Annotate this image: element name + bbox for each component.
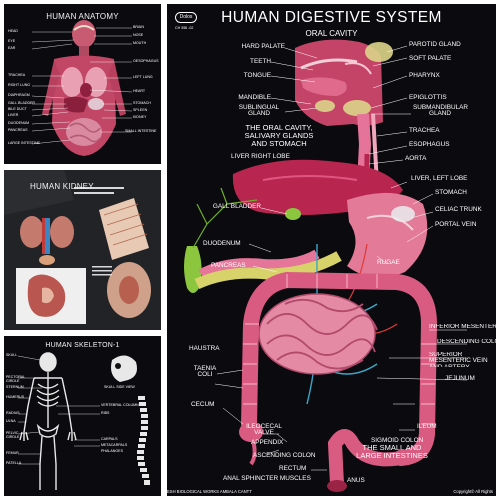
anatomy-title: HUMAN ANATOMY <box>46 12 119 21</box>
caption-intestines: THE SMALL AND LARGE INTESTINES <box>356 443 428 460</box>
copyright-footer: Copyright© All Rights <box>453 489 493 494</box>
skeleton-label-skull: SKULL <box>6 353 18 357</box>
anatomy-label-duodenum: DUODENUM <box>8 121 30 125</box>
skeleton-label-radius: RADIUS <box>6 411 20 415</box>
label-hard-palate: HARD PALATE <box>241 43 285 50</box>
anatomy-label-gall-bladder: GALL BLADDER <box>8 101 36 105</box>
anatomy-label-oesophagus: OESOPHAGUS <box>133 59 159 63</box>
label-pharynx: PHARYNX <box>409 72 440 79</box>
oral-cavity-heading: ORAL CAVITY <box>305 29 358 38</box>
label-appendix: APPENDIX <box>251 439 284 446</box>
anatomy-label-small-intestine: SMALL INTESTINE <box>125 129 157 133</box>
skeleton-label-phalanges: PHALANGES <box>101 449 123 453</box>
skeleton-label-carpals: CARPALS <box>101 437 118 441</box>
skeleton-label-patella: PATELLA <box>6 461 22 465</box>
label-cecum: CECUM <box>191 401 215 408</box>
label-epiglottis: EPIGLOTTIS <box>409 94 447 101</box>
label-soft-palate: SOFT PALATE <box>409 55 452 62</box>
label-duodenum: DUODENUM <box>203 240 241 247</box>
skeleton-label-metacarpals: METACARPALS <box>101 443 128 447</box>
label-ascending-colon: ASCENDING COLON <box>253 452 316 459</box>
caption-oral-cavity: THE ORAL CAVITY, SALIVARY GLANDS AND STO… <box>244 123 314 148</box>
label-stomach: STOMACH <box>435 189 467 196</box>
label-tongue: TONGUE <box>243 72 271 79</box>
anatomy-label-spleen: SPLEEN <box>133 108 148 112</box>
anatomy-illustration <box>31 20 133 156</box>
anatomy-label-stomach: STOMACH <box>133 101 151 105</box>
label-mandible: MANDIBLE <box>238 94 271 101</box>
anatomy-panel: HUMAN ANATOMY <box>4 4 161 164</box>
label-portal-vein: PORTAL VEIN <box>435 221 477 228</box>
digestive-title: HUMAN DIGESTIVE SYSTEM <box>221 9 442 26</box>
skeleton-label-pelvic-girdle: PELVIC GIRDLE <box>6 431 20 439</box>
digestive-illustration <box>184 39 468 492</box>
label-jejunum: JEJUNUM <box>445 375 475 382</box>
anatomy-label-heart: HEART <box>133 89 146 93</box>
publisher-logo: Dolos <box>175 12 197 23</box>
label-parotid-gland: PAROTID GLAND <box>409 41 461 48</box>
kidney-illustration <box>4 170 161 330</box>
skeleton-illustration <box>17 352 150 490</box>
anatomy-label-liver: LIVER <box>8 113 19 117</box>
anatomy-label-diaphragm: DIAPHRAGM <box>8 93 30 97</box>
label-submandibular-gland: SUBMANDIBULAR GLAND <box>413 104 469 118</box>
kidney-title: HUMAN KIDNEY <box>30 182 94 191</box>
label-ileum: ILEUM <box>417 423 437 430</box>
label-liver-left-lobe: LIVER, LEFT LOBE <box>411 175 468 182</box>
chart-number: CH 558 -02 <box>175 26 194 30</box>
anatomy-label-left-lung: LEFT LUNG <box>133 75 153 79</box>
label-taenia-coli: TAENIA COLI <box>193 365 217 379</box>
anatomy-label-pancreas: PANCREAS <box>8 128 28 132</box>
label-haustra: HAUSTRA <box>189 345 220 352</box>
skeleton-label-ribs: RIBS <box>101 411 110 415</box>
label-liver-right-lobe: LIVER RIGHT LOBE <box>231 153 290 160</box>
label-anal-sphincter-muscles: ANAL SPHINCTER MUSCLES <box>223 475 311 482</box>
skeleton-label-skull-side-view: SKULL SIDE VIEW <box>104 385 135 389</box>
anatomy-label-right-lung: RIGHT LUNG <box>8 83 31 87</box>
label-celiac-trunk: CELIAC TRUNK <box>435 206 482 213</box>
anatomy-label-brain: BRAIN <box>133 25 144 29</box>
skeleton-label-pectoral-girdle: PECTORAL GIRDLE <box>6 375 26 383</box>
label-descending-colon: DESCENDING COLON <box>437 339 496 345</box>
anatomy-label-large-intestine: LARGE INTESTINE <box>8 141 40 145</box>
skeleton-title: HUMAN SKELETON-1 <box>45 342 120 349</box>
anatomy-label-nose: NOSE <box>133 33 144 37</box>
anatomy-label-head: HEAD <box>8 29 18 33</box>
skeleton-label-humerus: HUMERUS <box>6 395 25 399</box>
label-teeth: TEETH <box>250 58 271 65</box>
label-anus: ANUS <box>347 477 365 484</box>
label-sublingual-gland: SUBLINGUAL GLAND <box>238 104 280 118</box>
anatomy-label-trachea: TRACHEA <box>8 73 26 77</box>
kidney-panel: HUMAN KIDNEY <box>4 170 161 330</box>
anatomy-label-kidney: KIDNEY <box>133 115 147 119</box>
label-inferior-mesenteric: INFERIOR MESENTERIC <box>429 324 496 330</box>
label-sigmoid-colon: SIGMOID COLON <box>371 437 424 444</box>
anatomy-label-eye: EYE <box>8 39 16 43</box>
label-rectum: RECTUM <box>279 465 307 472</box>
label-rugae: RUGAE <box>377 259 400 266</box>
label-pancreas: PANCREAS <box>211 262 246 269</box>
label-aorta: AORTA <box>405 155 427 162</box>
publisher-footer: ESH BIOLOGICAL WORKS AMBALA CANTT <box>167 489 252 494</box>
skeleton-panel: HUMAN SKELETON-1 <box>4 336 161 496</box>
anatomy-label-ear: EAR <box>8 46 16 50</box>
anatomy-label-bile-duct: BILE DUCT <box>8 107 27 111</box>
skeleton-label-femur: FEMUR <box>6 451 19 455</box>
label-esophagus: ESOPHAGUS <box>409 141 450 148</box>
label-superior-mesenteric: SUPERIOR MESENTERIC VEIN AND ARTERY <box>429 352 488 367</box>
label-gall-bladder: GALL BLADDER <box>212 203 261 210</box>
skeleton-label-vertebral-column: VERTEBRAL COLUMN <box>101 403 139 407</box>
skeleton-label-ulna: ULNA <box>6 419 16 423</box>
skeleton-label-sternum: STERNUM <box>6 385 24 389</box>
digestive-panel: Dolos CH 558 -02 HUMAN DIGESTIVE SYSTEM … <box>167 4 496 496</box>
anatomy-label-mouth: MOUTH <box>133 41 147 45</box>
label-ileocecal-valve: ILEOCECAL VALVE <box>246 423 282 437</box>
label-trachea: TRACHEA <box>409 127 440 134</box>
